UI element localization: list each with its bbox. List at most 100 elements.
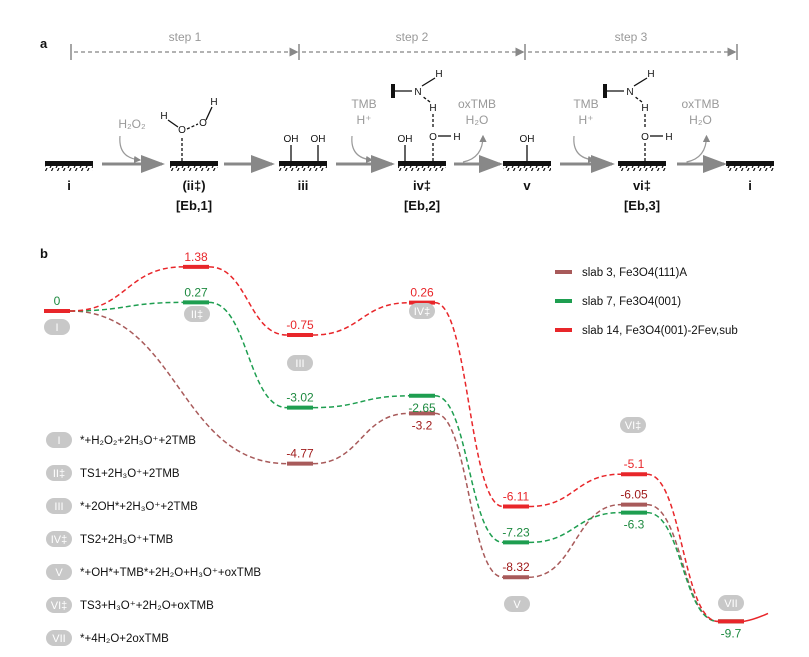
state-pill (46, 630, 72, 646)
state-label: i (748, 178, 752, 193)
surface-state: (ii‡) [Eb,1] (170, 161, 218, 213)
state-label: i (67, 178, 71, 193)
state-pill (46, 531, 72, 547)
energy-value-label: -7.23 (502, 525, 530, 539)
surface-icon (45, 161, 93, 166)
energy-value-label: -6.05 (620, 488, 648, 502)
tmb-stub (391, 84, 395, 98)
state-label: iv‡ (413, 178, 431, 193)
legend-label: slab 7, Fe3O4(001) (582, 296, 681, 308)
state-energy-label: [Eb,1] (176, 198, 212, 213)
curved-arrow (351, 135, 374, 164)
energy-curve-slab-14 (528, 473, 622, 508)
state-pill (46, 498, 72, 514)
reagent-label: H⁺ (357, 113, 372, 127)
bond (633, 95, 643, 103)
state-description: *+OH*+TMB*+2H₂O+H₃O⁺+oxTMB (80, 567, 261, 579)
state-key: I*+H₂O₂+2H₃O⁺+2TMBII‡TS1+2H₃O⁺+2TMBIII*+… (46, 432, 261, 646)
energy-curve-slab-14 (312, 301, 410, 336)
reagent-label: H₂O (689, 113, 712, 127)
reagent-label: H₂O (466, 113, 489, 127)
state-pill-label: III (54, 501, 63, 513)
atom-label: H (429, 103, 436, 114)
atom-label: H (641, 103, 648, 114)
atom-label: H (435, 69, 442, 80)
energy-value-label: -5.1 (624, 457, 645, 471)
state-description: TS3+H₃O⁺+2H₂O+oxTMB (80, 600, 214, 612)
surface-hatch (170, 166, 218, 171)
energy-curve-tail (743, 612, 769, 623)
reagent-label: oxTMB (681, 97, 719, 111)
atom-label: H (665, 132, 672, 143)
state-energy-label: [Eb,2] (404, 198, 440, 213)
state-pill-label: III (295, 358, 304, 370)
reagent-label: TMB (351, 97, 376, 111)
state-label: vi‡ (633, 178, 651, 193)
state-description: *+2OH*+2H₃O⁺+2TMB (80, 501, 198, 513)
energy-curve-slab-3 (69, 310, 288, 465)
surface-icon (726, 161, 774, 166)
state-energy-label: [Eb,3] (624, 198, 660, 213)
atom-label: H (160, 111, 167, 122)
energy-curve-slab-3 (528, 503, 622, 578)
surface-state: i (726, 161, 774, 193)
atom-label: OH (284, 134, 299, 145)
state-pill-label: VI‡ (625, 420, 642, 432)
reagent-label: H⁺ (579, 113, 594, 127)
surface-icon (618, 161, 666, 166)
atom-label: H (453, 132, 460, 143)
surface-hatch (618, 166, 666, 171)
energy-curve-slab-14 (208, 266, 288, 336)
energy-value-label: -2.65 (408, 401, 436, 415)
state-pill (46, 597, 72, 613)
energy-curve-slab-7 (434, 395, 504, 544)
atom-label: H (210, 97, 217, 108)
energy-value-label: -0.75 (286, 318, 314, 332)
energy-value-label: -6.11 (503, 490, 530, 504)
curved-arrow (462, 134, 487, 163)
energy-curve-slab-14 (646, 473, 719, 623)
energy-value-label: -4.77 (286, 447, 314, 461)
surface-state: iv‡ [Eb,2] (398, 161, 446, 213)
atom-label: OH (398, 134, 413, 145)
tmb-stub (603, 84, 607, 98)
energy-value-label: -9.7 (721, 626, 742, 640)
energy-value-label: 0 (54, 294, 61, 308)
energy-value-label: 0.26 (410, 286, 434, 300)
bond (186, 123, 199, 130)
energy-value-label: -8.32 (502, 560, 530, 574)
state-pill-label: V (55, 567, 63, 579)
state-label: (ii‡) (182, 178, 205, 193)
bond (421, 77, 436, 87)
state-pill-label: VII (724, 598, 737, 610)
energy-curve-slab-7 (208, 301, 288, 409)
atom-label: O (199, 118, 207, 129)
energy-value-label: 0.27 (184, 285, 208, 299)
bond (167, 119, 179, 128)
energy-value-label: -3.2 (412, 418, 433, 432)
legend-label: slab 14, Fe3O4(001)-2Fev,sub (582, 325, 738, 337)
state-pill (184, 306, 210, 322)
state-pill (409, 303, 435, 319)
state-pill (504, 596, 530, 612)
state-pill (46, 564, 72, 580)
energy-curve-slab-7 (69, 301, 184, 312)
state-pill (620, 417, 646, 433)
bond (421, 95, 431, 103)
surface-icon (503, 161, 551, 166)
atom-label: O (178, 125, 186, 136)
energy-value-label: -3.02 (286, 391, 314, 405)
state-pill-label: I (55, 322, 58, 334)
state-pill (718, 595, 744, 611)
surface-icon (170, 161, 218, 166)
state-pill (287, 355, 313, 371)
energy-curve-slab-7 (646, 511, 719, 623)
curved-arrow (119, 135, 142, 164)
state-description: TS2+2H₃O⁺+TMB (80, 534, 174, 546)
state-pill-label: VI‡ (51, 600, 68, 612)
atom-label: O (641, 132, 649, 143)
surface-hatch (45, 166, 93, 171)
state-pill-label: II‡ (191, 309, 203, 321)
